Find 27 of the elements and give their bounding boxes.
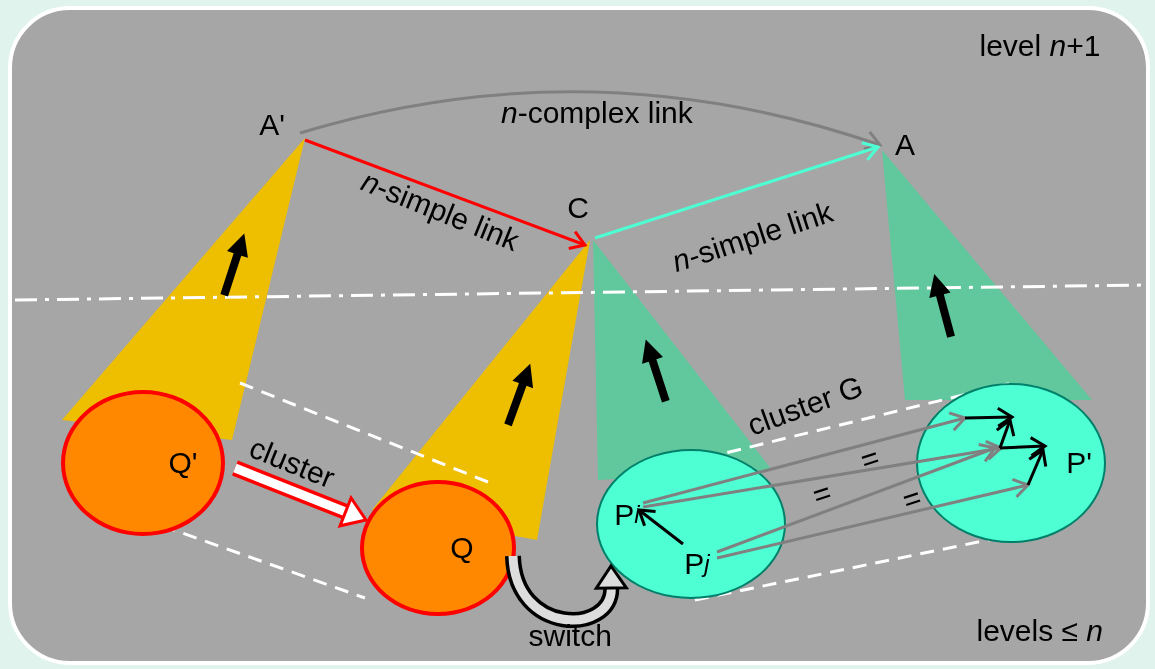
node-label: A' — [252, 107, 292, 143]
edge-label: switch — [528, 618, 612, 652]
arrow — [594, 141, 880, 240]
curved-arrow — [505, 554, 630, 628]
equals-sign: = — [856, 439, 884, 477]
level-label: levels ≤ n — [976, 613, 1104, 647]
edge-label: n-simple link — [667, 194, 837, 278]
arrow — [637, 508, 684, 546]
arrow — [642, 411, 967, 505]
arrow — [304, 138, 587, 250]
block-arrow — [232, 460, 369, 528]
edge-label: n-simple link — [356, 163, 524, 257]
arrow — [716, 477, 1030, 560]
arrow — [299, 90, 882, 151]
edge-label: n-complex link — [501, 95, 693, 129]
arrow — [716, 443, 997, 554]
node-label: Q' — [168, 448, 198, 478]
equals-sign: = — [898, 479, 926, 517]
node-label: P' — [1066, 448, 1092, 478]
cluster-label: cluster G — [743, 368, 868, 442]
node-label: Q — [450, 533, 474, 563]
node-label: C — [563, 190, 593, 226]
level-label: level n+1 — [979, 28, 1101, 62]
edge-label: cluster — [245, 430, 340, 494]
arrow — [642, 439, 1003, 509]
node-label: A — [890, 127, 920, 163]
equals-sign: = — [808, 474, 836, 512]
